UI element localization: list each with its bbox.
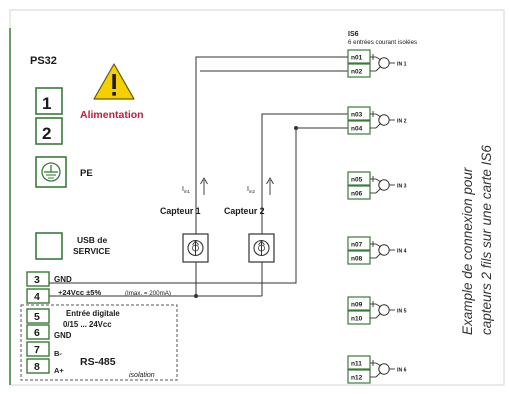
- terminal-8-label: 8: [34, 361, 40, 373]
- terminal-bottom-box: [347, 369, 371, 384]
- a-plus-label: A+: [54, 366, 64, 375]
- capteur2-current-source-icon: [248, 233, 275, 263]
- terminal-6-box: [26, 324, 50, 340]
- terminal-top-label: n03: [351, 112, 363, 119]
- terminal-bottom-label: n04: [351, 126, 363, 133]
- isolation-label: isolation: [129, 372, 155, 379]
- input-label: IN 4: [397, 249, 407, 255]
- usb-port-box: [35, 232, 63, 260]
- ground-icon: [41, 162, 61, 182]
- terminal-bottom-box: [347, 250, 371, 265]
- input-label: IN 2: [397, 119, 407, 125]
- entree-label-line1: Entrée digitale: [66, 309, 120, 318]
- terminal-7-label: 7: [34, 344, 40, 356]
- terminal-bottom-label: n02: [351, 69, 363, 76]
- terminal-bottom-label: n08: [351, 256, 363, 263]
- side-caption-line2: capteurs 2 fils sur une carte IS6: [479, 145, 494, 335]
- wire-capteur2-top: [261, 113, 348, 234]
- arrow-up-icon: [266, 177, 274, 195]
- is6-input-3: n05 n06 IN 3: [347, 171, 407, 200]
- terminal-bottom-box: [347, 63, 371, 78]
- terminal-top-box: [347, 49, 371, 64]
- diagram-frame: [9, 9, 505, 386]
- input-label: IN 3: [397, 184, 407, 190]
- pe-label: PE: [80, 168, 93, 179]
- terminal-top-box: [347, 106, 371, 121]
- is6-input-6: n11 n12 IN 6: [347, 355, 407, 384]
- arrow-up-icon: [200, 177, 208, 195]
- capteur1-current-source-icon: [182, 233, 209, 263]
- current-input-icon: [370, 111, 395, 129]
- terminal-top-label: n07: [351, 242, 363, 249]
- terminal-1-box: [35, 87, 63, 115]
- input-label: IN 1: [397, 62, 407, 68]
- input-label: IN 6: [397, 368, 407, 374]
- terminal-bottom-label: n12: [351, 375, 363, 382]
- terminal-5-box: [26, 308, 50, 324]
- terminal-5-label: 5: [34, 311, 40, 323]
- terminal-bottom-label: n06: [351, 191, 363, 198]
- terminal-8-box: [26, 358, 50, 374]
- capteur2-label: Capteur 2: [224, 206, 265, 216]
- ps32-title: PS32: [30, 55, 57, 67]
- wiring: [49, 56, 348, 297]
- current-input-icon: [370, 176, 395, 194]
- terminal-top-box: [347, 171, 371, 186]
- current-input-icon: [370, 360, 395, 378]
- is6-input-4: n07 n08 IN 4: [347, 236, 407, 265]
- terminal-2-label: 2: [42, 124, 51, 143]
- vcc-label-4: +24Vcc ±5%: [58, 288, 101, 297]
- wire-capteur1-top: [195, 56, 348, 234]
- current-input-icon: [370, 54, 395, 72]
- terminal-3-label: 3: [34, 274, 40, 286]
- current-label-in1: Iin1: [182, 186, 190, 194]
- terminal-bottom-label: n10: [351, 316, 363, 323]
- usb-label-line2: SERVICE: [73, 246, 110, 256]
- terminal-4-label: 4: [34, 291, 40, 303]
- side-caption-line1: Example de connexion pour: [460, 167, 475, 335]
- terminal-top-label: n11: [351, 361, 362, 368]
- capteur1-label: Capteur 1: [160, 206, 201, 216]
- terminal-6-label: 6: [34, 327, 40, 339]
- terminal-bottom-box: [347, 185, 371, 200]
- current-input-icon: [370, 301, 395, 319]
- side-caption: Example de connexion pour capteurs 2 fil…: [460, 145, 494, 335]
- entree-label-line2: 0/15 ... 24Vcc: [63, 320, 112, 329]
- alimentation-label: Alimentation: [80, 109, 144, 121]
- gnd-label-6: GND: [54, 331, 72, 340]
- is6-input-1: n01 n02 IN 1: [347, 49, 407, 78]
- current-label-in2: Iin2: [247, 186, 255, 194]
- terminal-top-label: n05: [351, 177, 363, 184]
- terminal-top-box: [347, 236, 371, 251]
- terminal-7-box: [26, 341, 50, 357]
- imax-label: (Imax. = 200mA): [125, 290, 171, 297]
- input-label: IN 5: [397, 309, 407, 315]
- gnd-label-3: GND: [54, 275, 72, 284]
- is6-terminals: n01 n02 IN 1 n03 n04 IN 2 n05 n06 IN 3 n07 n08 IN 4…: [347, 49, 407, 384]
- terminal-1-label: 1: [42, 94, 51, 113]
- is6-subtitle: 6 entrées courant isolées: [348, 39, 417, 46]
- terminal-top-box: [347, 355, 371, 370]
- is6-input-2: n03 n04 IN 2: [347, 106, 407, 135]
- wire-gnd-to-n04: [49, 127, 348, 284]
- terminal-3-box: [26, 271, 50, 287]
- junction-dot: [194, 294, 198, 298]
- is6-input-5: n09 n10 IN 5: [347, 296, 407, 325]
- current-input-icon: [370, 241, 395, 259]
- terminal-top-label: n01: [351, 55, 363, 62]
- warning-icon: [93, 63, 135, 100]
- junction-dot: [294, 126, 298, 130]
- is6-title: IS6: [348, 31, 359, 38]
- terminal-bottom-box: [347, 120, 371, 135]
- terminal-top-box: [347, 296, 371, 311]
- b-minus-label: B-: [54, 349, 62, 358]
- rs485-label: RS-485: [80, 356, 116, 368]
- terminal-bottom-box: [347, 310, 371, 325]
- terminal-2-box: [35, 117, 63, 145]
- isolation-box: [20, 304, 178, 381]
- terminal-top-label: n09: [351, 302, 363, 309]
- usb-label-line1: USB de: [77, 235, 108, 245]
